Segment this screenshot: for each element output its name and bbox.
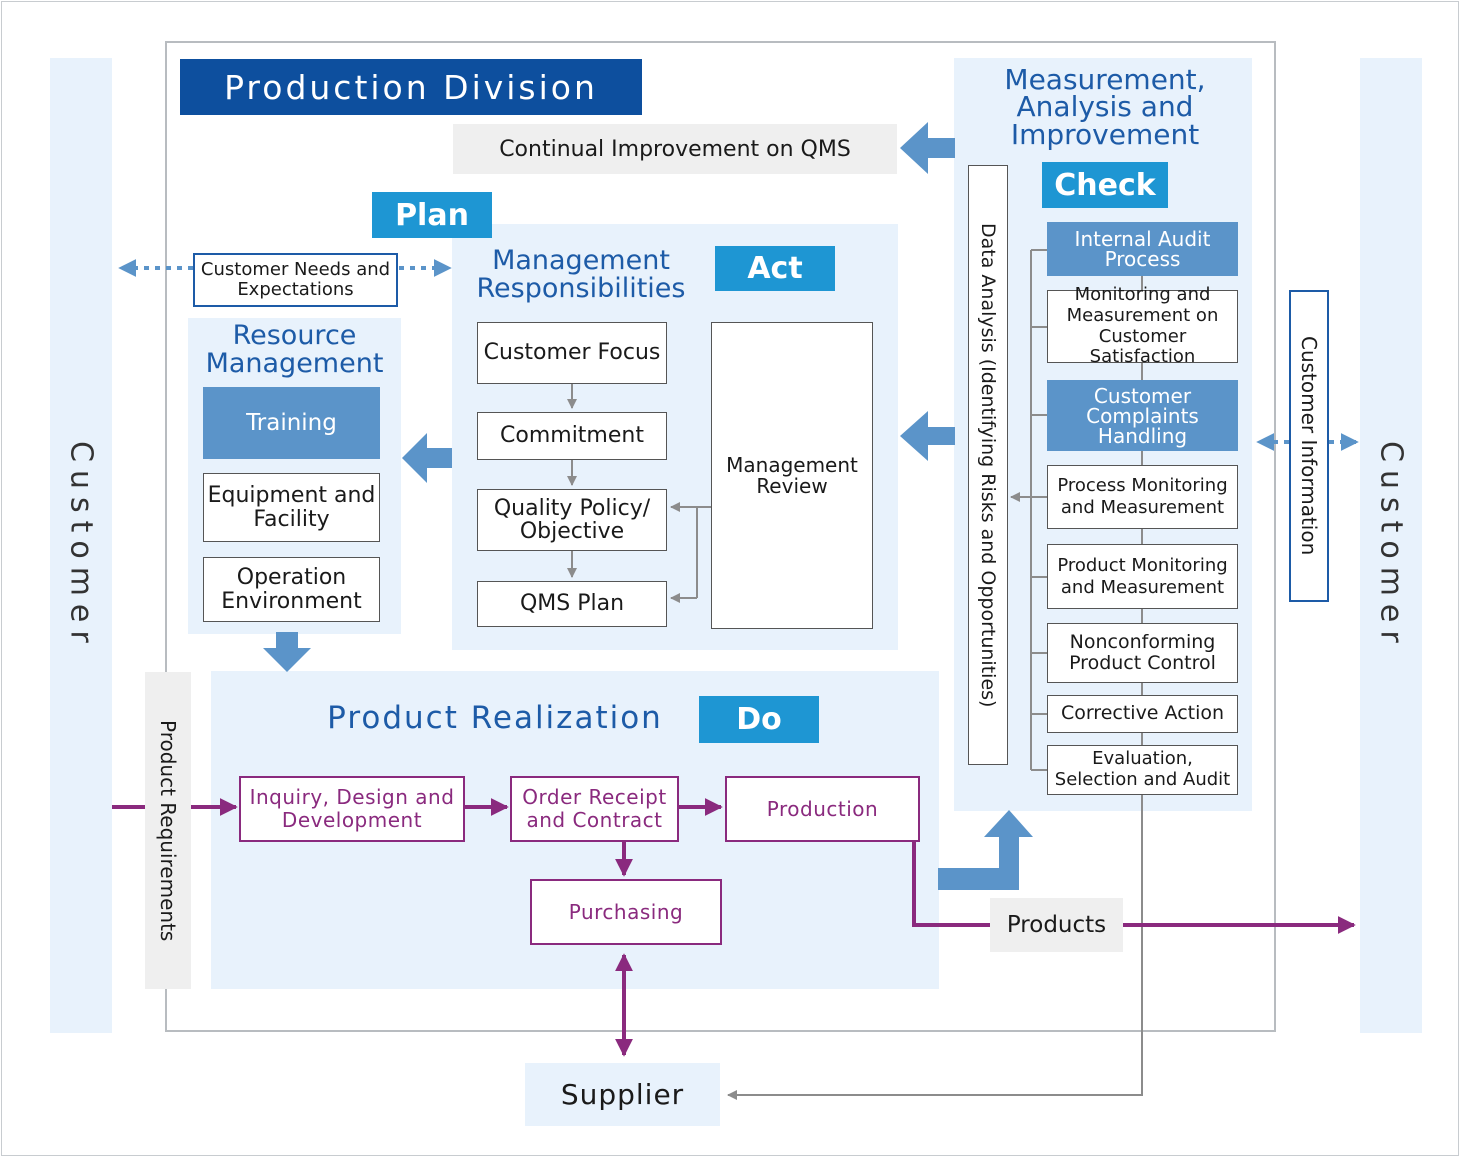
act-tag: Act — [715, 246, 835, 291]
product-requirements-label: Product Requirements — [156, 719, 180, 942]
customer-left-label: Customer — [63, 440, 99, 651]
check-tag: Check — [1042, 162, 1168, 208]
resource-management-title: Resource Management — [205, 320, 384, 380]
data-analysis-label: Data Analysis (Identifying Risks and Opp… — [977, 222, 999, 708]
check-title: Measurement, Analysis and Improvement — [1004, 63, 1206, 151]
purchasing-box: Purchasing — [530, 879, 722, 945]
arrow-to-realization — [263, 632, 311, 672]
do-tag: Do — [699, 696, 819, 743]
quality-policy-box: Quality Policy/ Objective — [477, 489, 667, 551]
division-title: Production Division — [180, 59, 642, 115]
data-analysis-box: Data Analysis (Identifying Risks and Opp… — [968, 165, 1008, 765]
arrow-to-continual-improvement — [900, 122, 955, 174]
complaints-handling-box: Customer Complaints Handling — [1047, 380, 1238, 451]
customer-right-label: Customer — [1373, 440, 1409, 651]
qms-plan-box: QMS Plan — [477, 581, 667, 627]
operation-environment-box: Operation Environment — [203, 557, 380, 622]
supplier-box: Supplier — [525, 1063, 720, 1126]
customer-left-column: Customer — [50, 58, 112, 1033]
do-title: Product Realization — [327, 700, 663, 736]
production-division-border — [165, 41, 1276, 1032]
corrective-action-box: Corrective Action — [1047, 695, 1238, 733]
management-title: Management Responsibilities — [476, 245, 686, 305]
arrow-to-check — [938, 810, 1033, 890]
commitment-box: Commitment — [477, 412, 667, 460]
nonconforming-control-box: Nonconforming Product Control — [1047, 623, 1238, 683]
customer-satisfaction-box: Monitoring and Measurement on Customer S… — [1047, 284, 1238, 367]
customer-right-column: Customer — [1360, 58, 1422, 1033]
order-receipt-box: Order Receipt and Contract — [510, 776, 679, 842]
customer-information-label: Customer Information — [1297, 336, 1321, 556]
arrow-to-resource — [402, 433, 452, 483]
inquiry-design-box: Inquiry, Design and Development — [239, 776, 465, 842]
plan-tag: Plan — [372, 192, 492, 238]
customer-needs-box: Customer Needs and Expectations — [193, 253, 398, 307]
product-monitoring-box: Product Monitoring and Measurement — [1047, 544, 1238, 609]
management-review-box: Management Review — [711, 322, 873, 629]
customer-information-box: Customer Information — [1289, 290, 1329, 602]
product-requirements-box: Product Requirements — [145, 672, 191, 989]
training-box: Training — [203, 387, 380, 459]
continual-improvement-box: Continual Improvement on QMS — [453, 124, 897, 174]
production-box: Production — [725, 776, 920, 842]
evaluation-audit-box: Evaluation, Selection and Audit — [1047, 745, 1238, 795]
equipment-facility-box: Equipment and Facility — [203, 473, 380, 542]
internal-audit-box: Internal Audit Process — [1047, 222, 1238, 276]
arrow-to-management — [900, 411, 955, 461]
process-monitoring-box: Process Monitoring and Measurement — [1047, 465, 1238, 529]
customer-focus-box: Customer Focus — [477, 322, 667, 384]
products-box: Products — [990, 898, 1123, 952]
